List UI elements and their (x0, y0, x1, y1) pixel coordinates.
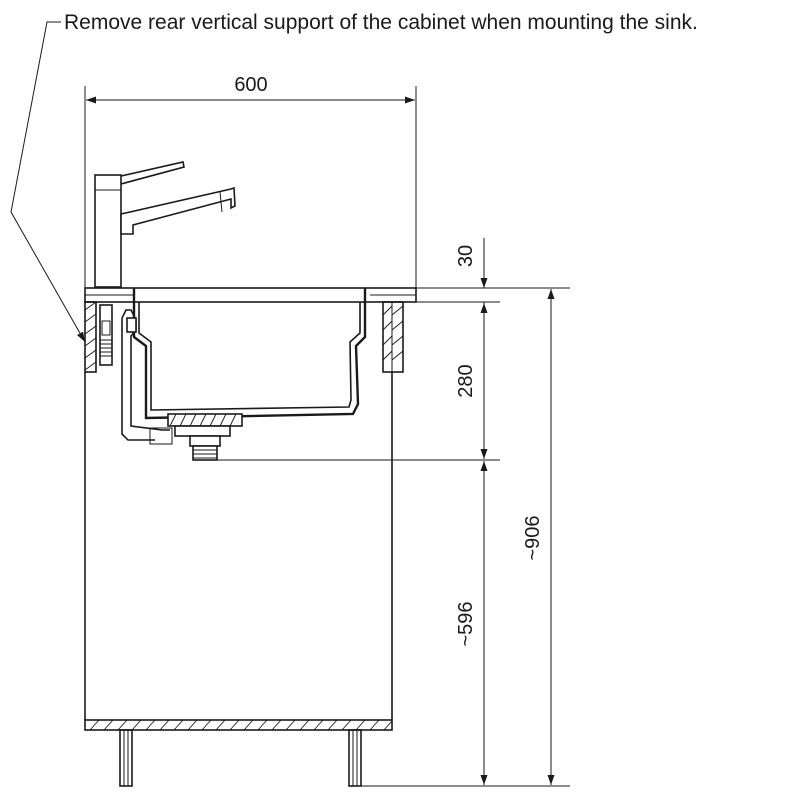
sink-bowl (132, 288, 367, 420)
overall-height-label: ~906 (522, 515, 544, 560)
countertop (84, 287, 417, 303)
note-leader-line (10, 21, 86, 343)
bowl-depth-label: 280 (455, 364, 477, 397)
faucet (94, 161, 236, 288)
cabinet-rear-wall (382, 301, 404, 373)
cabinet-front-wall (84, 301, 97, 373)
cabinet-base (84, 719, 393, 731)
cabinet-leg-front (119, 729, 133, 787)
drain-pipe (121, 309, 243, 461)
bowl-depth-dimension: 280 (455, 303, 488, 459)
width-dimension: 600 (84, 74, 417, 288)
mounting-clamp (99, 304, 113, 366)
drain-height-dimension: ~596 (455, 461, 488, 785)
cabinet-leg-rear (348, 729, 362, 787)
width-dimension-label: 600 (234, 74, 267, 96)
rim-thickness-dimension: 30 (455, 238, 488, 312)
drain-height-label: ~596 (455, 601, 477, 646)
mounting-note: Remove rear vertical support of the cabi… (64, 11, 698, 34)
extension-lines (215, 287, 570, 787)
overall-height-dimension: ~906 (522, 289, 555, 785)
cabinet-body (84, 372, 393, 720)
rim-thickness-label: 30 (455, 245, 477, 267)
